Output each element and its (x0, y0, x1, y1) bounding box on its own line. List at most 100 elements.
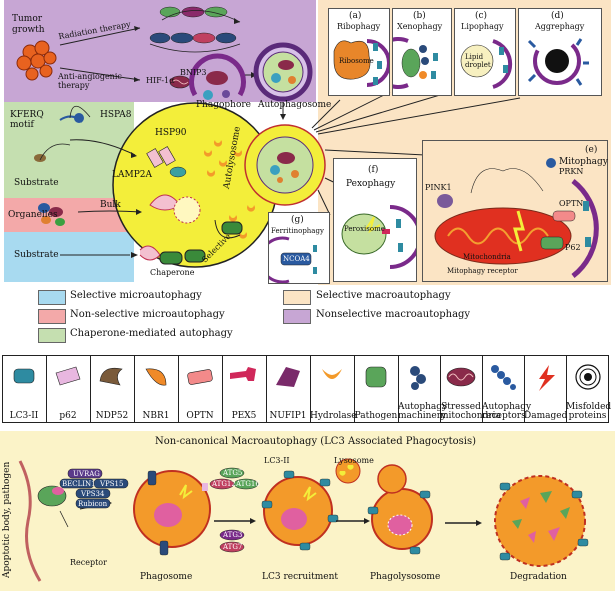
misfolded-icon (568, 361, 608, 397)
atg-a-2: ATG12 (212, 480, 236, 488)
icon-cell-nufip1: NUFIP1 (266, 355, 311, 423)
mito-receptor-label: Mitophagy receptor (447, 267, 518, 275)
icon-label: Stressed mitochondria (440, 402, 501, 421)
pex5-icon (224, 361, 264, 397)
panel-f-title: Pexophagy (346, 179, 396, 189)
atg-b-1: ATG3 (223, 531, 243, 539)
icon-label: Pathogen (354, 411, 398, 421)
panel-g-inner: NCOA4 (283, 255, 310, 263)
machinery-icon (399, 361, 439, 397)
nufip1-icon (268, 361, 308, 397)
panel-e-title: Mitophagy (559, 157, 608, 167)
panel-ribophagy: (a) Ribophagy Ribosome (328, 8, 390, 96)
icon-label: LC3-II (9, 411, 39, 421)
panel-g-letter: (g) (291, 215, 304, 225)
panel-d-title: Aggrephagy (535, 22, 585, 31)
legend-selective-macro: Selective macroautophagy (316, 290, 451, 301)
panel-mitophagy: (e) Mitophagy PINK1 PRKN OPTN P62 Mitoch… (422, 140, 608, 282)
legend-swatch-selective-macro (283, 290, 311, 305)
icon-label: p62 (59, 411, 77, 421)
legend-nonselective-macro: Nonselective macroautophagy (316, 309, 471, 320)
phagophore-icon (189, 53, 246, 97)
lc3-label: LC3-II (264, 456, 290, 465)
icon-cell-damaged: Damaged (524, 355, 567, 423)
icon-cell-receptor: Autophagy receptors (482, 355, 531, 423)
substrate-label-2: Substrate (14, 250, 59, 260)
complex-vps34: VPS34 (81, 490, 105, 498)
optn-icon (180, 361, 220, 397)
icon-label: Damaged (524, 411, 568, 421)
receptor-label: Receptor (70, 558, 107, 567)
pathogen-icon (356, 361, 396, 397)
panel-c-title: Lipophagy (461, 22, 504, 31)
nbr1-icon (136, 361, 176, 397)
lamp2a-label: LAMP2A (112, 170, 152, 180)
icon-cell-ndp52: NDP52 (90, 355, 135, 423)
complex-vps15: VPS15 (100, 480, 124, 488)
p62-icon (48, 361, 88, 397)
legend-swatch-nonselective-micro (38, 309, 66, 324)
stage-lc3-recruitment: LC3 recruitment (262, 572, 338, 582)
selective-micro-region (4, 232, 134, 282)
phagophore-label: Phagophore (196, 100, 252, 110)
icon-label: Hydrolase (310, 411, 357, 421)
legend-swatch-cma (38, 328, 66, 343)
icon-cell-lc3: LC3-II (2, 355, 47, 423)
icon-cell-p62: p62 (46, 355, 91, 423)
icon-label: NBR1 (142, 411, 170, 421)
tumor-icon (16, 40, 57, 81)
icon-label: NDP52 (95, 411, 129, 421)
substrate-label: Substrate (14, 178, 59, 188)
lysosome-label: Lysosome (334, 456, 374, 465)
complex-rubicon: Rubicon (78, 500, 108, 508)
panel-c-inner: Lipid droplet (465, 53, 491, 69)
panel-b-letter: (b) (413, 11, 426, 21)
panel-e-letter: (e) (585, 145, 598, 155)
pink1-label: PINK1 (425, 183, 452, 192)
lap-title: Non-canonical Macroautophagy (LC3 Associ… (155, 436, 476, 447)
complex-uvrag: UVRAG (73, 470, 100, 478)
panel-b-title: Xenophagy (397, 22, 443, 31)
icon-label: Autophagy machinery (398, 402, 448, 421)
icon-label: PEX5 (231, 411, 257, 421)
mito-label: Mitochondria (463, 253, 511, 261)
panel-g-title: Ferritinophagy (271, 227, 324, 235)
chaperone-label: Chaperone (150, 268, 195, 277)
panel-f-inner: Peroxisome (344, 225, 385, 233)
atg-b-2: ATG7 (223, 543, 243, 551)
icon-cell-misfolded: Misfolded proteins (566, 355, 611, 423)
upper-diagram (16, 6, 521, 268)
panel-xenophagy: (b) Xenophagy (392, 8, 452, 96)
icon-cell-mito: Stressed mitochondria (440, 355, 501, 423)
atg-a-1: ATG5 (223, 469, 243, 477)
icon-cell-pex5: PEX5 (222, 355, 267, 423)
receptor-icon (483, 361, 523, 397)
panel-pexophagy: (f) Pexophagy Peroxisome (333, 158, 417, 282)
tumor-growth-label: Tumor growth (12, 14, 45, 35)
icon-cell-optn: OPTN (178, 355, 223, 423)
legend-selective-micro: Selective microautophagy (70, 290, 202, 301)
legend-cma: Chaperone-mediated autophagy (70, 328, 233, 339)
icon-label: OPTN (186, 411, 214, 421)
organelles-label: Organelles (8, 210, 58, 220)
hif-label: HIF-1α (146, 76, 175, 85)
panel-a-inner: Ribosome (339, 57, 374, 65)
ndp52-icon (92, 361, 132, 397)
kferq-label: KFERQ motif (10, 110, 44, 130)
prkn-label: PRKN (559, 167, 584, 176)
panel-a-letter: (a) (349, 11, 362, 21)
legend-swatch-selective-micro (38, 290, 66, 305)
panel-c-letter: (c) (475, 11, 488, 21)
panel-lipophagy: (c) Lipophagy Lipid droplet (454, 8, 516, 96)
damaged-icon (525, 361, 565, 397)
panel-aggrephagy: (d) Aggrephagy (518, 8, 602, 96)
panel-ferritinophagy: (g) Ferritinophagy NCOA4 (268, 212, 330, 284)
anti-angiogenic-label: Anti-angiogenic therapy (58, 72, 122, 90)
hsp90-label: HSP90 (155, 128, 187, 138)
icon-cell-hydrolase: Hydrolase (310, 355, 357, 423)
icon-cell-nbr1: NBR1 (134, 355, 179, 423)
stage-phagosome: Phagosome (140, 572, 193, 582)
icon-cell-pathogen: Pathogen (354, 355, 399, 423)
panel-a-title: Ribophagy (337, 22, 381, 31)
lap-diagram (18, 458, 589, 582)
